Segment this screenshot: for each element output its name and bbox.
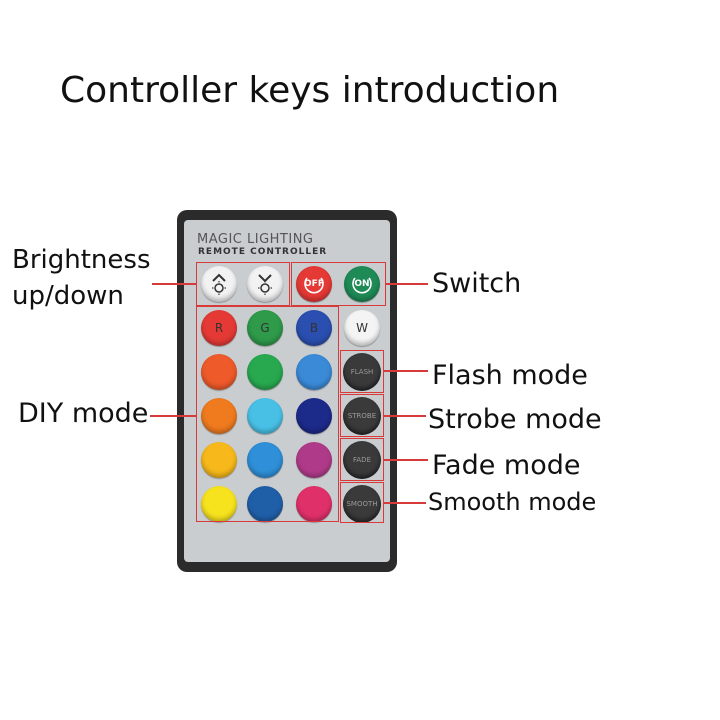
sun-up-icon [212,273,226,295]
fade-key-label: FADE [353,456,371,464]
on-key-label: ON [354,279,370,289]
label-strobe-mode: Strobe mode [428,404,602,435]
color-key[interactable] [296,398,332,434]
power-off-icon [304,277,324,294]
brightness-leader [152,283,196,285]
strobe-button[interactable]: STROBE [343,397,381,435]
switch-leader [386,283,428,285]
fade-button[interactable]: FADE [343,441,381,479]
color-key[interactable] [201,398,237,434]
smooth-leader [384,502,426,504]
sun-down-icon [258,274,272,295]
flash-frame [340,350,384,393]
color-key[interactable] [247,486,283,522]
label-fade-mode: Fade mode [432,450,581,481]
red-key-label: R [214,321,224,335]
flash-key-label: FLASH [350,368,374,376]
strobe-leader [384,415,426,417]
color-key[interactable] [296,354,332,390]
green-key-label: G [260,321,270,335]
white-key[interactable]: W [344,310,380,346]
label-brightness: Brightness up/down [12,245,151,311]
white-key-label: W [356,321,368,335]
page-title: Controller keys introduction [60,70,560,111]
flash-leader [384,370,428,372]
smooth-frame [340,482,384,523]
off-key-label: OFF [304,279,324,289]
green-key[interactable]: G [247,310,283,346]
power-off-button[interactable]: OFF [296,266,332,302]
label-smooth-mode: Smooth mode [428,488,597,516]
strobe-key-label: STROBE [347,412,377,420]
brightness-down-button[interactable] [247,266,283,302]
red-key[interactable]: R [201,310,237,346]
remote-subtitle: REMOTE CONTROLLER [198,247,328,257]
color-key[interactable] [247,354,283,390]
label-flash-mode: Flash mode [432,360,588,391]
color-key[interactable] [296,442,332,478]
color-key[interactable] [247,442,283,478]
label-diy-mode: DIY mode [18,398,149,429]
power-on-icon [352,277,372,294]
label-switch: Switch [432,268,522,299]
color-key[interactable] [201,354,237,390]
power-on-button[interactable]: ON [344,266,380,302]
color-key[interactable] [201,442,237,478]
fade-frame [340,438,384,481]
switch-frame [291,262,386,306]
flash-button[interactable]: FLASH [343,353,381,391]
color-key[interactable] [247,398,283,434]
blue-key[interactable]: B [296,310,332,346]
diy-frame [196,306,339,522]
brightness-frame [196,262,290,306]
smooth-key-label: SMOOTH [346,500,378,508]
strobe-frame [340,394,384,437]
color-key[interactable] [296,486,332,522]
color-key[interactable] [201,486,237,522]
remote-brand: MAGIC LIGHTING [197,232,314,247]
diy-leader [150,415,196,417]
fade-leader [384,459,428,461]
brightness-up-button[interactable] [201,266,237,302]
blue-key-label: B [309,321,319,335]
smooth-button[interactable]: SMOOTH [343,485,381,523]
